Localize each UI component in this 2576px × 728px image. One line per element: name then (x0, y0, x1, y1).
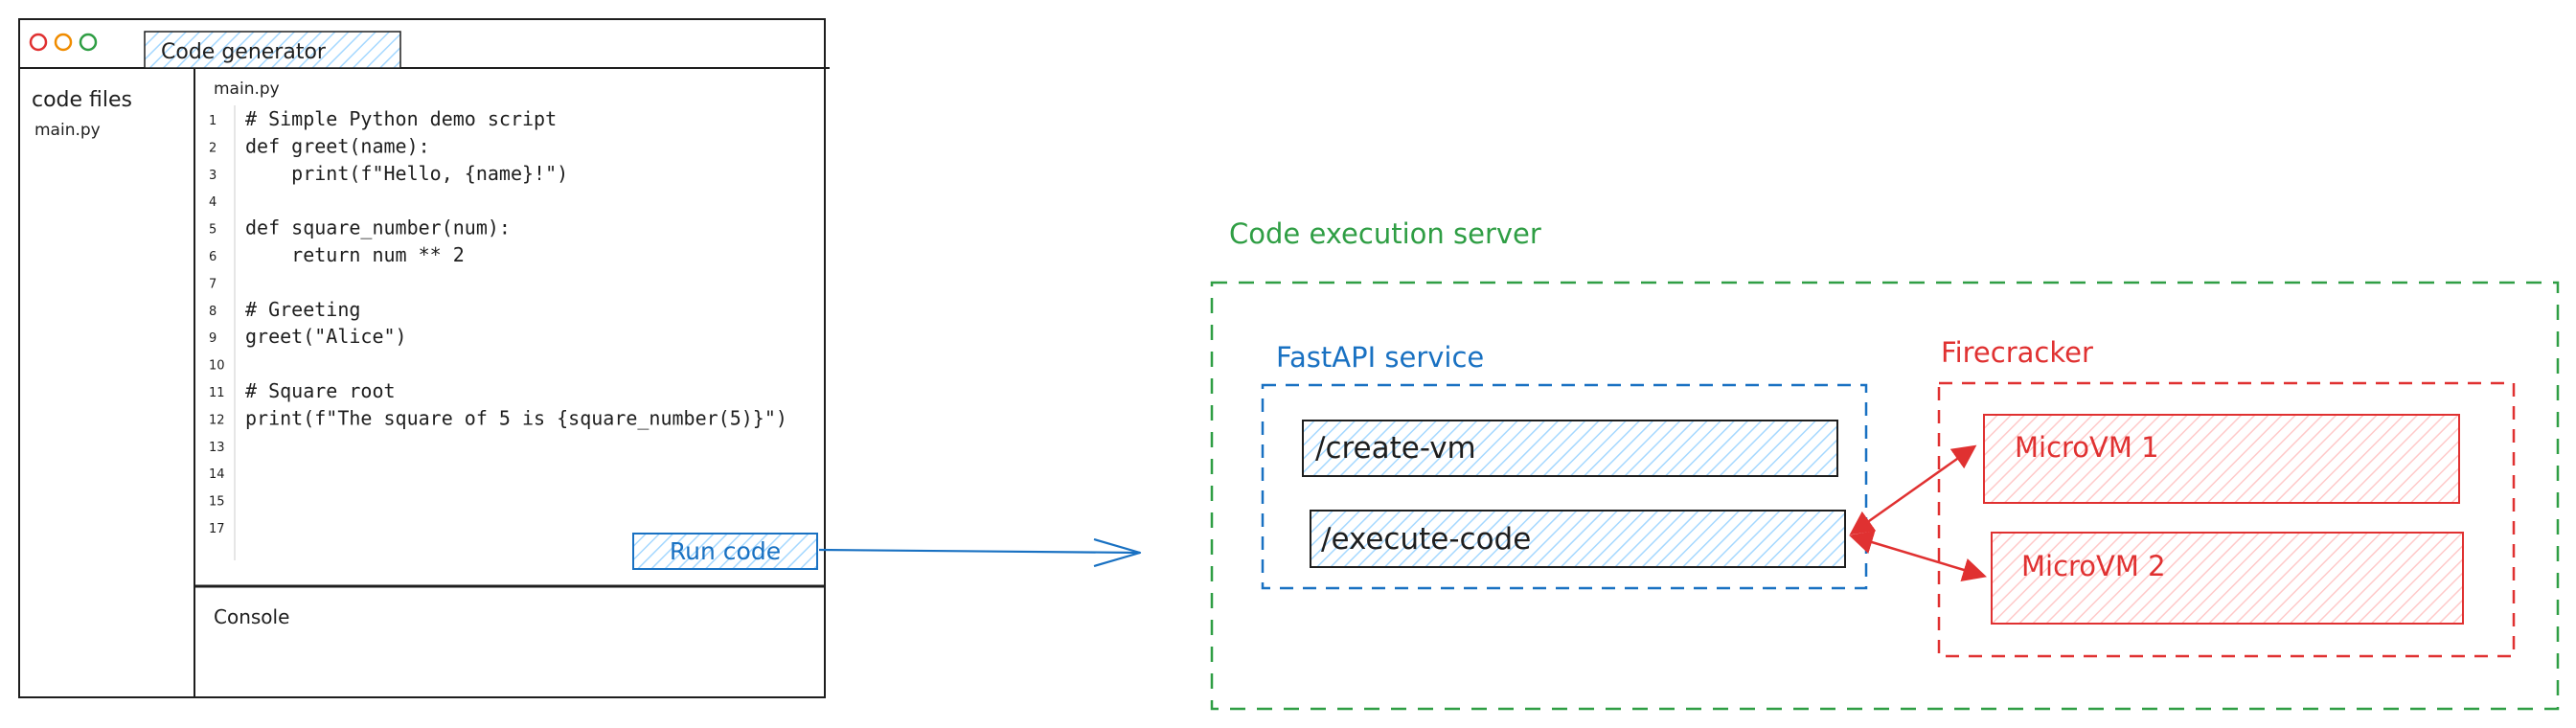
line-number: 11 (209, 386, 225, 400)
server-boundary (1210, 281, 2560, 711)
code-line: return num ** 2 (245, 243, 465, 266)
sidebar-title: code files (32, 88, 132, 112)
code-line: # Greeting (245, 298, 360, 321)
line-number: 6 (209, 250, 217, 264)
line-number: 7 (209, 277, 217, 291)
firecracker-title: Firecracker (1941, 336, 2093, 369)
code-line: # Simple Python demo script (245, 107, 557, 130)
code-line: def greet(name): (245, 134, 430, 157)
code-execution-server: Code execution server FastAPI service /c… (1210, 217, 2560, 711)
firecracker-boundary (1937, 381, 2516, 658)
server-title: Code execution server (1229, 217, 1541, 250)
endpoint-label: /create-vm (1315, 431, 1476, 466)
line-number: 17 (209, 522, 225, 536)
fastapi-title: FastAPI service (1276, 341, 1484, 374)
line-number: 4 (209, 195, 217, 210)
line-number: 1 (209, 114, 217, 128)
line-number: 12 (209, 413, 225, 427)
endpoint-create-vm: /create-vm (1302, 420, 1838, 477)
tab-code-generator[interactable] (144, 31, 401, 69)
code-line: greet("Alice") (245, 325, 407, 348)
console-label: Console (214, 605, 289, 628)
line-number: 15 (209, 495, 225, 510)
run-code-label: Run code (670, 537, 781, 565)
fastapi-boundary (1261, 383, 1868, 590)
code-line: print(f"The square of 5 is {square_numbe… (245, 406, 787, 429)
code-line: def square_number(num): (245, 216, 511, 239)
microvm-label: MicroVM 2 (2021, 550, 2166, 582)
line-number: 9 (209, 331, 217, 346)
microvm-label: MicroVM 1 (2015, 431, 2159, 464)
line-number: 2 (209, 141, 217, 155)
line-number: 10 (209, 359, 225, 374)
traffic-light-close-icon[interactable] (29, 33, 48, 52)
connector-execute-to-vm2 (1849, 531, 1987, 581)
traffic-light-maximize-icon[interactable] (79, 33, 98, 52)
sidebar-file-item[interactable]: main.py (34, 121, 101, 140)
endpoint-execute-code: /execute-code (1310, 510, 1846, 568)
window-frame (18, 18, 826, 698)
code-line: print(f"Hello, {name}!") (245, 162, 568, 185)
code-line: # Square root (245, 379, 396, 402)
microvm-1: MicroVM 1 (1983, 414, 2460, 504)
microvm-2: MicroVM 2 (1991, 532, 2464, 625)
editor-filename: main.py (214, 80, 280, 99)
run-code-button[interactable]: Run code (632, 533, 818, 570)
endpoint-label: /execute-code (1321, 522, 1531, 557)
line-number: 5 (209, 223, 217, 238)
tab-title: Code generator (161, 40, 327, 64)
line-number: 8 (209, 305, 217, 319)
code-generator-window: Code generator code files main.py main.p… (18, 18, 830, 698)
arrow-right-icon (818, 537, 1142, 568)
connector-execute-to-vm1 (1849, 444, 1977, 535)
code-editor[interactable]: # Simple Python demo script def greet(nam… (245, 107, 787, 429)
line-number: 3 (209, 169, 217, 183)
traffic-light-minimize-icon[interactable] (54, 33, 73, 52)
line-number: 13 (209, 441, 225, 455)
line-number: 14 (209, 467, 225, 482)
